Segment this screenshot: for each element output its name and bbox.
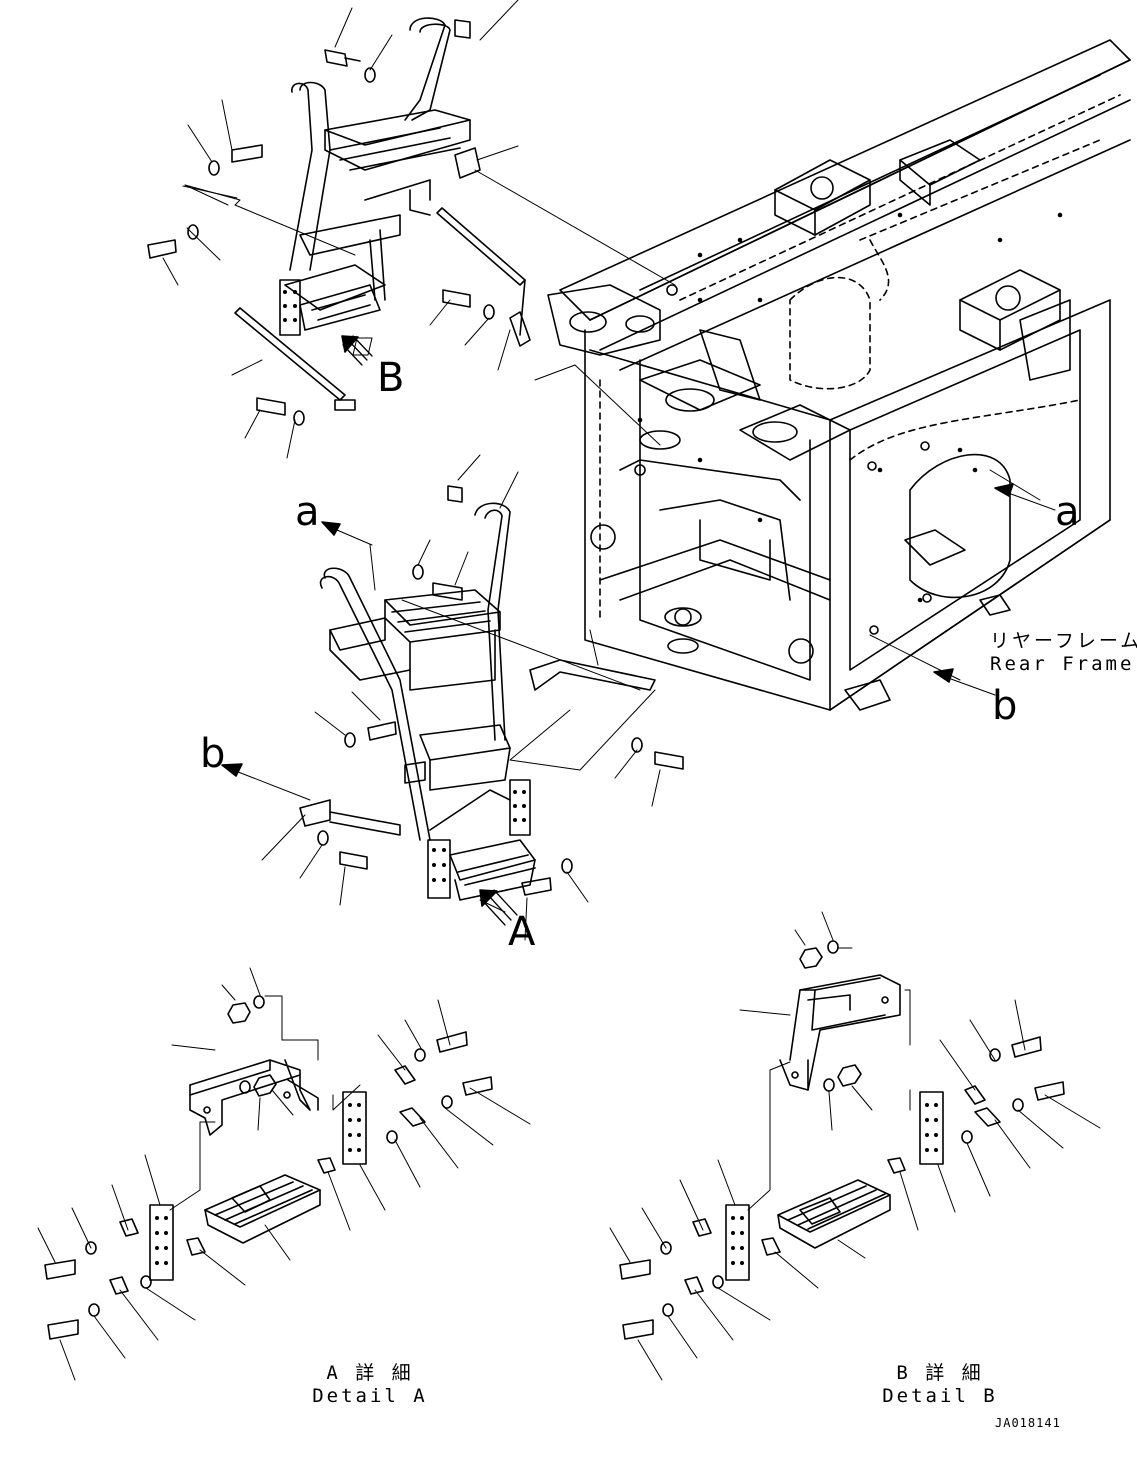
callout-b-right: b	[992, 683, 1018, 729]
detail-a-caption: A 詳 細 Detail A	[300, 1362, 440, 1408]
detail-b-caption-jp: B 詳 細	[896, 1362, 984, 1384]
callout-a-right: a	[1055, 489, 1080, 535]
lower-bolts	[317, 564, 684, 913]
rear-frame	[547, 39, 1131, 711]
view-arrow-label-a: A	[508, 909, 536, 955]
upper-leader-lines	[162, 0, 519, 459]
upper-bolts	[147, 49, 495, 426]
lower-leader-lines	[261, 454, 661, 941]
lower-ladder	[299, 485, 656, 901]
callout-b-left: b	[200, 731, 226, 777]
frame-leader-lines	[184, 169, 1041, 771]
detail-a-parts	[44, 995, 493, 1340]
detail-a-caption-jp: A 詳 細	[326, 1362, 414, 1384]
upper-ladder	[234, 17, 531, 411]
detail-b-parts	[619, 940, 1065, 1340]
rear-frame-label-jp: リヤーフレーム	[990, 630, 1137, 652]
detail-a-leaders	[37, 967, 531, 1381]
detail-a-caption-en: Detail A	[312, 1385, 428, 1407]
detail-b-caption: B 詳 細 Detail B	[870, 1362, 1010, 1408]
detail-b-leaders	[609, 911, 1101, 1381]
rear-frame-label-en: Rear Frame	[990, 653, 1135, 675]
view-arrow-label-b: B	[377, 355, 405, 401]
rear-frame-label: リヤーフレーム Rear Frame	[990, 630, 1137, 676]
drawing-number: JA018141	[995, 1416, 1061, 1430]
callout-arrows	[221, 335, 1056, 926]
detail-b-caption-en: Detail B	[882, 1385, 998, 1407]
callout-a-upper: a	[295, 489, 320, 535]
